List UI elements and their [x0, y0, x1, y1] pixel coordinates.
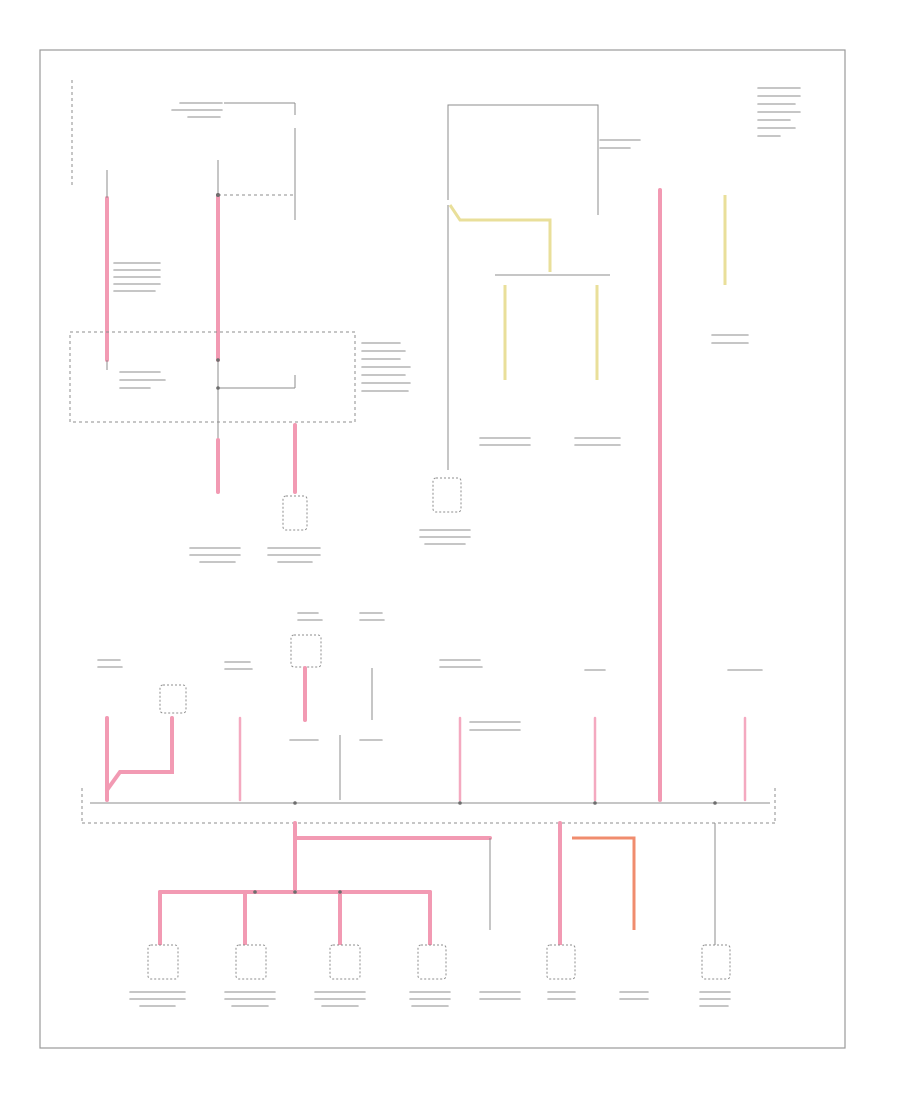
- module-mid-a: [290, 634, 322, 668]
- switch-6: [701, 944, 731, 980]
- relay-box: [69, 331, 356, 423]
- diagram-frame: [39, 49, 846, 1049]
- header-label-upper-left: [171, 102, 223, 118]
- left-feed-labels: [113, 262, 161, 292]
- relay-labels: [119, 342, 411, 392]
- switch-2: [235, 944, 267, 980]
- switch-1: [147, 944, 179, 980]
- ground-bus-circuit: [81, 612, 776, 824]
- middle-row-labels: [97, 612, 763, 741]
- orange-feed: [572, 836, 636, 930]
- yellow-bus-wire: [448, 204, 552, 272]
- switch-4: [417, 944, 447, 980]
- bottom-circuit: [129, 821, 731, 1007]
- bottom-row-labels: [129, 991, 731, 1007]
- switch-5: [546, 944, 576, 980]
- rear-lamp-center: [432, 477, 462, 513]
- rear-lamp-labels: [419, 87, 801, 545]
- upper-right-circuit: [419, 87, 801, 802]
- lamp-labels-left: [189, 547, 321, 563]
- module-mid-b: [159, 684, 187, 714]
- lamp-left: [282, 495, 308, 531]
- upper-left-circuit: [69, 80, 411, 563]
- switch-3: [329, 944, 361, 980]
